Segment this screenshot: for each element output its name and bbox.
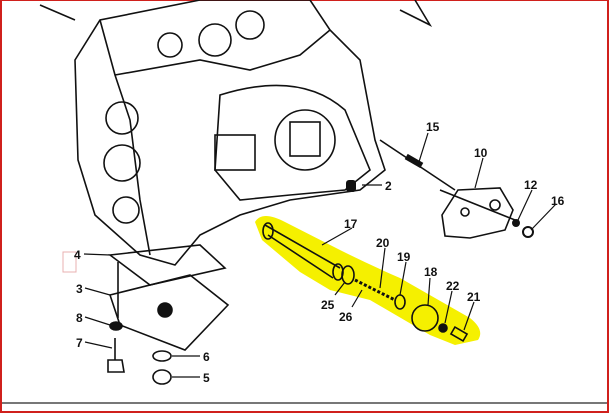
label-part-7: 7 — [76, 336, 83, 350]
part-22 — [438, 323, 448, 333]
label-part-21: 21 — [467, 290, 481, 304]
label-part-8: 8 — [76, 311, 83, 325]
label-part-20: 20 — [376, 236, 390, 250]
label-part-3: 3 — [76, 282, 83, 296]
plate-part-10 — [379, 139, 516, 239]
label-part-6: 6 — [203, 350, 210, 364]
plug-part-2 — [346, 180, 356, 192]
label-part-10: 10 — [474, 146, 488, 160]
part-18 — [411, 304, 439, 332]
label-part-19: 19 — [397, 250, 411, 264]
leader-lines — [83, 132, 557, 378]
engine-block — [39, 0, 433, 266]
highlight-area — [255, 216, 481, 345]
label-part-26: 26 — [339, 310, 353, 324]
label-part-17: 17 — [344, 217, 358, 231]
label-part-2: 2 — [385, 179, 392, 193]
label-part-4: 4 — [74, 248, 81, 262]
label-part-5: 5 — [203, 371, 210, 385]
label-part-25: 25 — [321, 298, 335, 312]
label-part-12: 12 — [524, 178, 538, 192]
label-part-18: 18 — [424, 265, 438, 279]
label-part-15: 15 — [426, 120, 440, 134]
oil-pan-cover — [107, 244, 230, 385]
nut-part-16 — [522, 226, 534, 238]
valve-assembly — [262, 222, 469, 343]
annotation-box — [62, 251, 77, 273]
label-part-22: 22 — [446, 279, 460, 293]
part-25 — [341, 265, 355, 285]
part-21 — [449, 325, 469, 343]
label-part-16: 16 — [551, 194, 565, 208]
washer-part-12 — [512, 219, 520, 227]
